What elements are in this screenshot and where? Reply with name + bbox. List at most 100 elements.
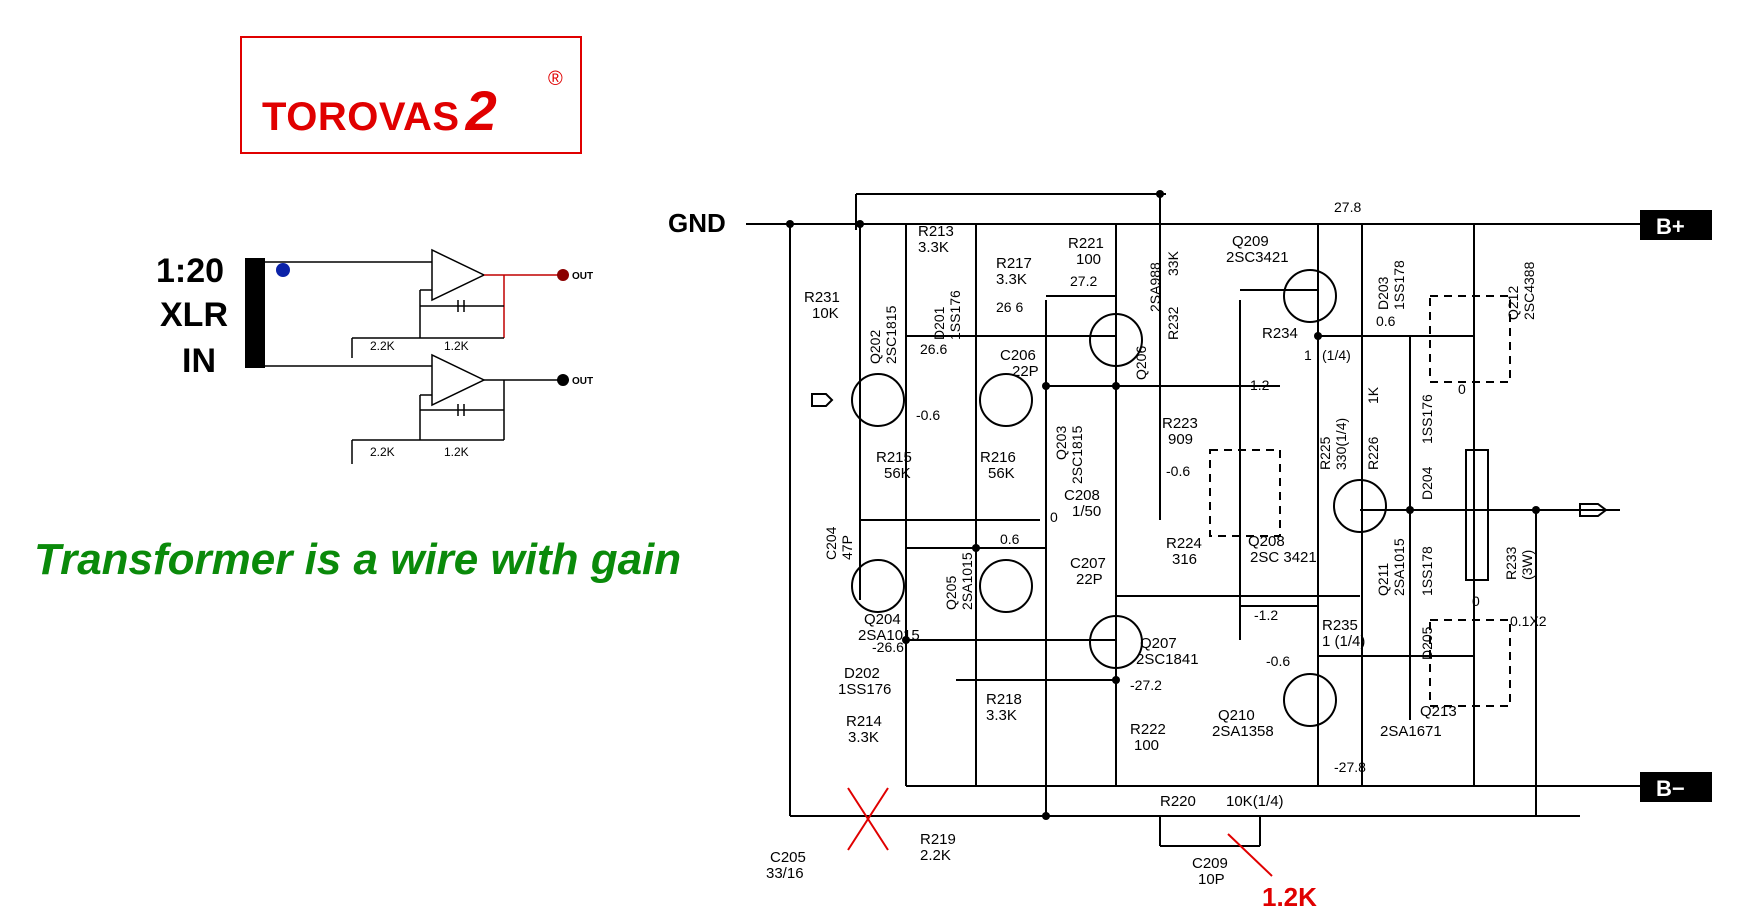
comp-val: (3W): [1519, 550, 1535, 580]
comp-val: 2SC1815: [883, 305, 899, 364]
comp-ref: D204: [1419, 466, 1435, 500]
comp-val: 1SS178: [1391, 260, 1407, 310]
comp-val: 10K: [812, 305, 839, 322]
comp-ref: R234: [1262, 325, 1298, 342]
comp-ref: D202: [844, 665, 880, 682]
comp-ref: R232: [1165, 306, 1181, 340]
comp-ref: Q213: [1420, 703, 1457, 720]
opamp-top: [431, 248, 486, 302]
comp-ref: Q203: [1053, 426, 1069, 460]
comp-ref: R233: [1503, 546, 1519, 580]
comp-val: 1SS176: [1419, 394, 1435, 444]
out-dot-bottom: [557, 374, 569, 386]
comp-val: 2SA1015: [1391, 538, 1407, 596]
comp-val: 2SC 3421: [1250, 549, 1317, 566]
out-dot-top: [557, 269, 569, 281]
comp-ref: D205: [1419, 626, 1435, 660]
comp-val: 2SA1671: [1380, 723, 1442, 740]
voltage-label: 0.6: [1000, 531, 1020, 547]
voltage-label: 26.6: [920, 341, 947, 357]
comp-val: 2.2K: [920, 847, 951, 864]
annotation-value: 1.2K: [1262, 882, 1317, 912]
comp-ref: C205: [770, 849, 806, 866]
comp-ref: Q204: [864, 611, 901, 628]
comp-val: 56K: [884, 465, 911, 482]
comp-val: 10P: [1198, 871, 1225, 888]
opamp-bottom: [431, 353, 486, 407]
comp-ref: Q206: [1133, 346, 1149, 380]
comp-val: 316: [1172, 551, 1197, 568]
comp-val: 1/50: [1072, 503, 1101, 520]
r-in-bottom-label: 2.2K: [370, 445, 395, 459]
comp-val: 3.3K: [996, 271, 1027, 288]
comp-val: 2SC1815: [1069, 425, 1085, 484]
transformer-core: [245, 258, 265, 368]
comp-ref: Q211: [1375, 563, 1391, 596]
comp-val: 2SA1015: [959, 552, 975, 610]
comp-ref: R235: [1322, 617, 1358, 634]
comp-val: 3.3K: [918, 239, 949, 256]
voltage-label: -26.6: [872, 639, 904, 655]
v-pos-label: 27.8: [1334, 199, 1361, 215]
voltage-label: 26 6: [996, 299, 1023, 315]
comp-val: 33K: [1165, 250, 1181, 276]
comp-ref: R213: [918, 223, 954, 240]
comp-val: 909: [1168, 431, 1193, 448]
comp-val: 2SC4388: [1521, 261, 1537, 320]
comp-ref: C206: [1000, 347, 1036, 364]
comp-val: 2SA988: [1147, 262, 1163, 312]
voltage-label: -0.6: [1266, 653, 1290, 669]
voltage-label: 0.1X2: [1510, 613, 1547, 629]
comp-ref: Q208: [1248, 533, 1285, 550]
comp-val: 1SS176: [947, 290, 963, 340]
opamp-diagram: OUT OUT 2.2K 1.2K 2.2K 1.2K: [245, 248, 593, 464]
comp-ref: C208: [1064, 487, 1100, 504]
comp-val: 2SA1015: [858, 627, 920, 644]
comp-val: 1SS176: [838, 681, 891, 698]
comp-val: 1 (1/4): [1322, 633, 1365, 650]
comp-ref: C204: [823, 526, 839, 560]
comp-ref: R218: [986, 691, 1022, 708]
voltage-label: 0: [1472, 593, 1480, 609]
comp-ref: Q212: [1505, 286, 1521, 320]
comp-ref: R219: [920, 831, 956, 848]
comp-val: 2SC1841: [1136, 651, 1199, 668]
bplus-box: [1640, 210, 1712, 240]
voltage-label: -0.6: [916, 407, 940, 423]
comp-ref: R220: [1160, 793, 1196, 810]
comp-val: 10K(1/4): [1226, 793, 1284, 810]
comp-ref: R221: [1068, 235, 1104, 252]
comp-ref: R225: [1317, 436, 1333, 470]
xlr-label: XLR: [160, 296, 228, 334]
comp-val: 100: [1076, 251, 1101, 268]
voltage-label: -1.2: [1254, 607, 1278, 623]
comp-val: 22P: [1076, 571, 1103, 588]
comp-ref: Q205: [943, 576, 959, 610]
comp-ref: D201: [931, 306, 947, 340]
voltage-label: 1.2: [1250, 377, 1270, 393]
comp-ref: R226: [1365, 436, 1381, 470]
voltage-label: (1/4): [1322, 347, 1351, 363]
logo-number: 2: [465, 79, 498, 142]
comp-val: 2SA1358: [1212, 723, 1274, 740]
comp-val: 100: [1134, 737, 1159, 754]
voltage-label: 1: [1304, 347, 1312, 363]
in-label: IN: [182, 342, 216, 380]
comp-ref: R222: [1130, 721, 1166, 738]
voltage-label: 27.2: [1070, 273, 1097, 289]
r-in-top-label: 2.2K: [370, 339, 395, 353]
slogan: Transformer is a wire with gain: [34, 535, 682, 584]
polarity-dot: [276, 263, 290, 277]
comp-val: 47P: [839, 535, 855, 560]
comp-ref: R223: [1162, 415, 1198, 432]
comp-ref: R215: [876, 449, 912, 466]
bminus-box: [1640, 772, 1712, 802]
voltage-label: -0.6: [1166, 463, 1190, 479]
comp-val: 3.3K: [848, 729, 879, 746]
voltage-label: 0.6: [1376, 313, 1396, 329]
out-label-bottom: OUT: [572, 376, 593, 387]
out-label-top: OUT: [572, 271, 593, 282]
